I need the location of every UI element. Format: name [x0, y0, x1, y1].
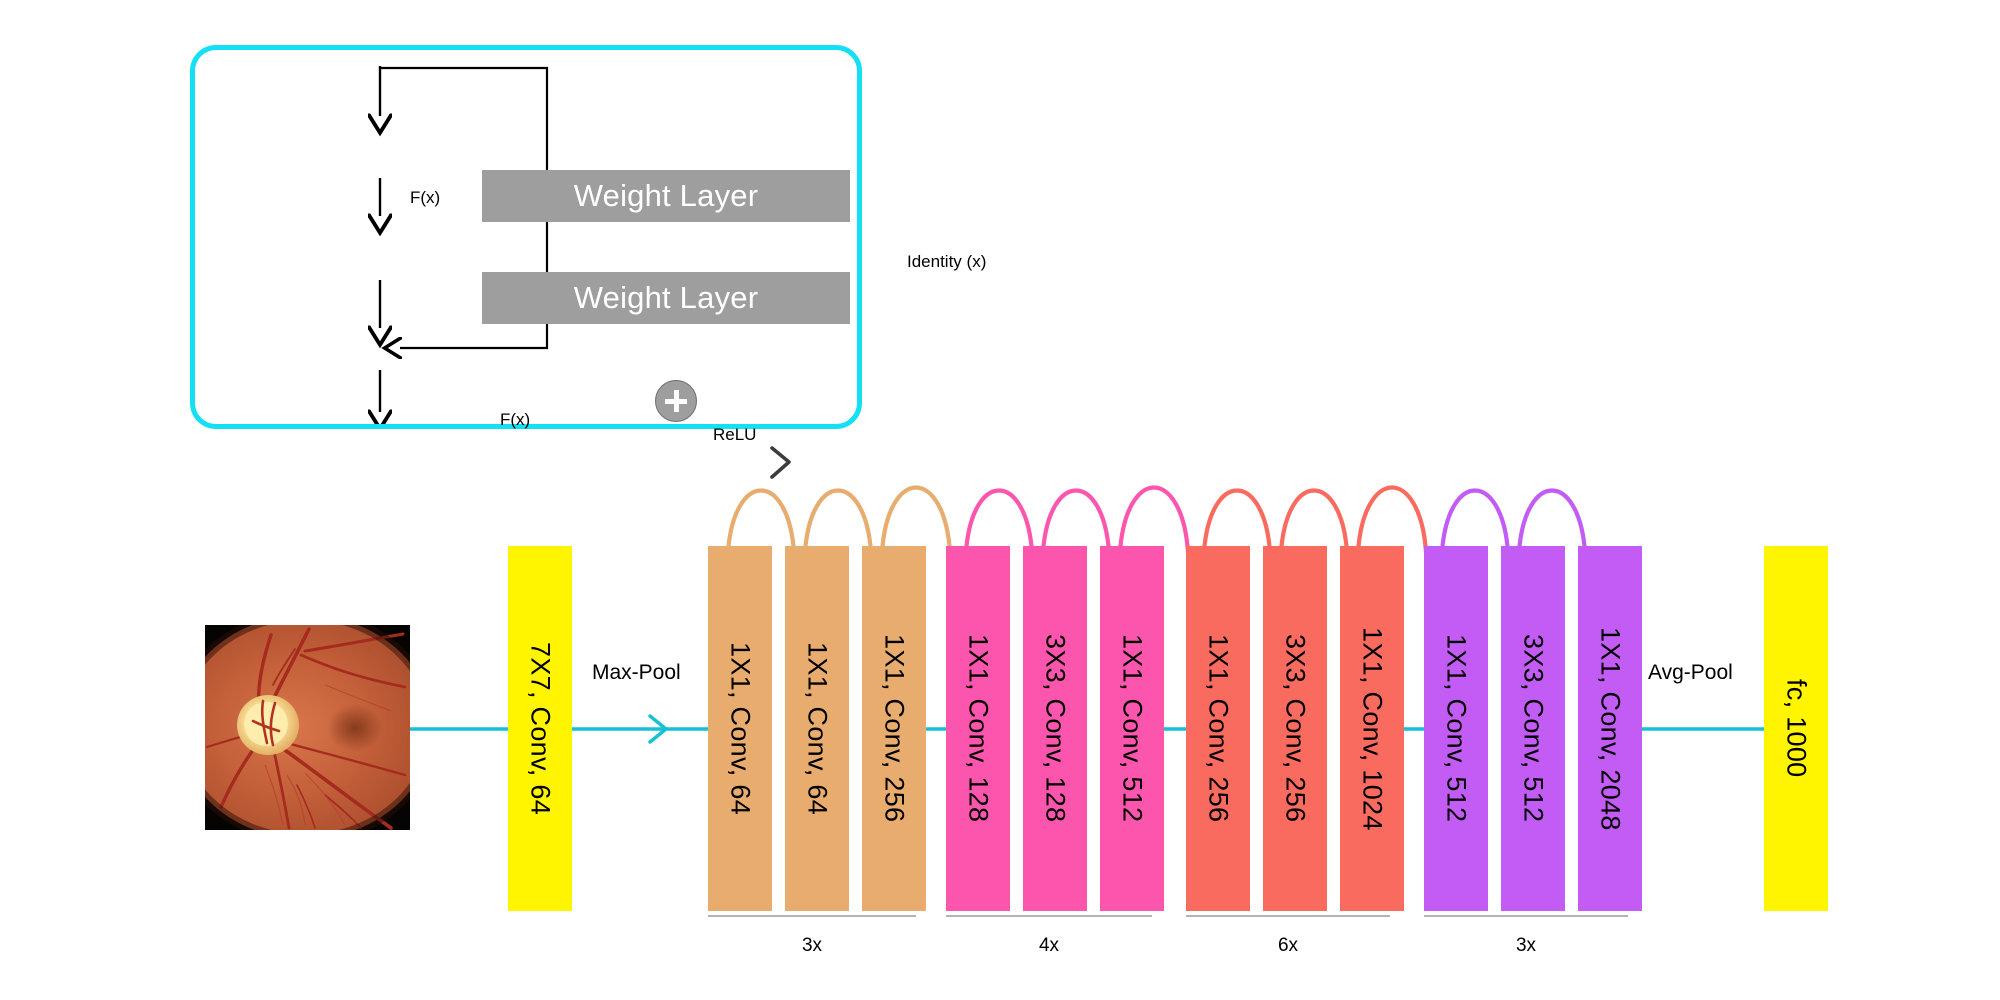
- label-relu: ReLU: [713, 425, 757, 444]
- conv-block-s2-b3: 1X1, Conv, 512: [1100, 546, 1164, 911]
- conv-block-s4-b3: 1X1, Conv, 2048: [1578, 546, 1642, 911]
- label-avg-pool: Avg-Pool: [1648, 661, 1733, 684]
- conv-block-s3-b3-label: 1X1, Conv, 1024: [1357, 626, 1388, 831]
- conv-block-s4-b1-label: 1X1, Conv, 512: [1441, 634, 1472, 823]
- conv-block-s3-b1-label: 1X1, Conv, 256: [1203, 634, 1234, 823]
- conv-block-stem-label: 7X7, Conv, 64: [525, 641, 556, 815]
- fundus-render: [205, 625, 410, 830]
- stage-repeat-2: 4x: [1038, 935, 1060, 956]
- conv-block-s2-b2-label: 3X3, Conv, 128: [1040, 634, 1071, 823]
- label-fx-top: F(x): [410, 188, 441, 207]
- conv-block-s1-b3: 1X1, Conv, 256: [862, 546, 926, 911]
- conv-block-s3-b3: 1X1, Conv, 1024: [1340, 546, 1404, 911]
- stage-repeat-1: 3x: [801, 935, 823, 956]
- stage-chevron-icon: [770, 446, 791, 479]
- conv-block-s1-b1-label: 1X1, Conv, 64: [725, 641, 756, 815]
- plus-icon-vertical: [673, 390, 679, 412]
- label-max-pool: Max-Pool: [592, 661, 681, 684]
- conv-block-s2-b3-label: 1X1, Conv, 512: [1117, 634, 1148, 823]
- conv-block-s2-b1: 1X1, Conv, 128: [946, 546, 1010, 911]
- weight-layer-1-label: Weight Layer: [573, 178, 759, 213]
- conv-block-fc-label: fc, 1000: [1781, 679, 1812, 778]
- label-fx-bottom: F(x): [500, 410, 531, 429]
- conv-block-s3-b2-label: 3X3, Conv, 256: [1280, 634, 1311, 823]
- conv-block-s1-b3-label: 1X1, Conv, 256: [879, 634, 910, 823]
- residual-sum-node: [655, 380, 697, 422]
- conv-block-s4-b3-label: 1X1, Conv, 2048: [1595, 626, 1626, 831]
- flow-chevron-icon: [648, 714, 668, 744]
- weight-layer-block-1: Weight Layer: [482, 170, 850, 222]
- stage-repeat-4: 3x: [1515, 935, 1537, 956]
- conv-block-s4-b1: 1X1, Conv, 512: [1424, 546, 1488, 911]
- label-identity-x: Identity (x): [907, 252, 987, 271]
- weight-layer-2-label: Weight Layer: [573, 280, 759, 315]
- conv-block-s2-b2: 3X3, Conv, 128: [1023, 546, 1087, 911]
- residual-block-panel: Weight Layer Weight Layer F(x) F(x) Iden…: [190, 45, 986, 444]
- retinal-fundus-image: [205, 625, 410, 830]
- weight-layer-block-2: Weight Layer: [482, 272, 850, 324]
- conv-block-s4-b2: 3X3, Conv, 512: [1501, 546, 1565, 911]
- conv-block-s1-b1: 1X1, Conv, 64: [708, 546, 772, 911]
- conv-block-s1-b2-label: 1X1, Conv, 64: [802, 641, 833, 815]
- conv-block-s4-b2-label: 3X3, Conv, 512: [1518, 634, 1549, 823]
- conv-block-s2-b1-label: 1X1, Conv, 128: [963, 634, 994, 823]
- conv-block-s3-b1: 1X1, Conv, 256: [1186, 546, 1250, 911]
- conv-block-s3-b2: 3X3, Conv, 256: [1263, 546, 1327, 911]
- conv-block-fc-head: fc, 1000: [1764, 546, 1828, 911]
- stage-repeat-3: 6x: [1277, 935, 1299, 956]
- conv-block-stem: 7X7, Conv, 64: [508, 546, 572, 911]
- conv-block-s1-b2: 1X1, Conv, 64: [785, 546, 849, 911]
